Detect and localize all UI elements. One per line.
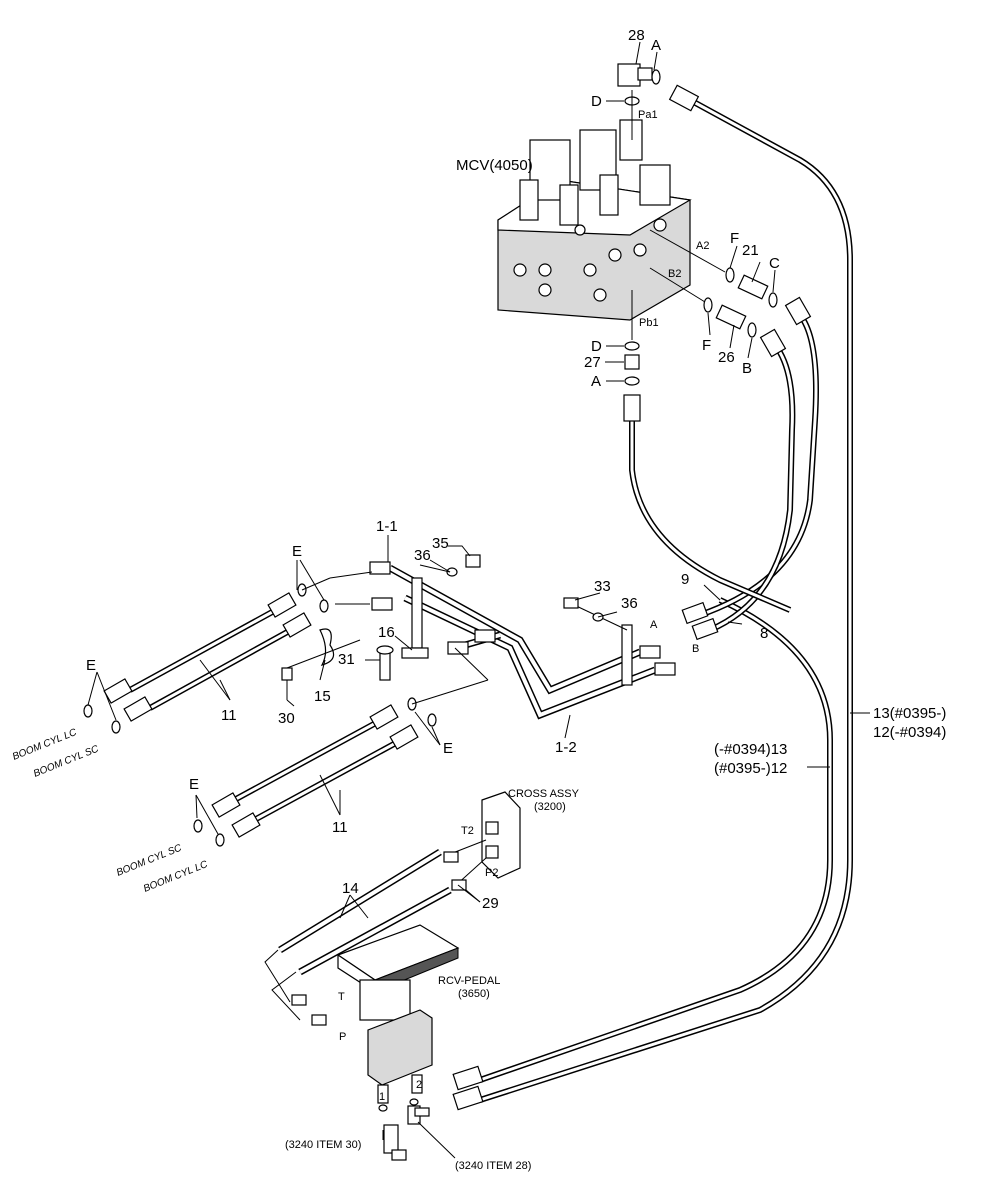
label-item-36-right: 36 — [621, 595, 638, 612]
label-item-36-top: 36 — [414, 547, 431, 564]
label-port-b2: B2 — [668, 268, 681, 280]
label-item-1-1: 1-1 — [376, 518, 398, 535]
label-item-11-top: 11 — [221, 707, 237, 724]
hose-pb1 — [623, 394, 792, 613]
label-port-pa1: Pa1 — [638, 109, 658, 121]
rcv-pedal-valve — [336, 924, 460, 1112]
label-item-14: 14 — [342, 880, 359, 897]
hose-11-top — [83, 571, 373, 734]
label-port-p: P — [339, 1031, 346, 1043]
label-port-t2: T2 — [461, 825, 474, 837]
label-port-pb1: Pb1 — [639, 317, 659, 329]
label-letter-e-3: E — [443, 740, 453, 757]
label-port-2: 2 — [416, 1079, 422, 1091]
hose-14 — [264, 849, 452, 1026]
label-cross-assy-b: (3200) — [534, 801, 566, 813]
label-item-28: 28 — [628, 27, 645, 44]
label-item-35: 35 — [432, 535, 449, 552]
label-port-a-small: A — [650, 619, 658, 631]
label-letter-f-1: F — [730, 230, 739, 247]
label-item-16: 16 — [378, 624, 395, 641]
pipe-1-1-1-2 — [369, 561, 676, 720]
label-item-13-12-right-b: 12(-#0394) — [873, 724, 946, 741]
label-rcv-pedal-b: (3650) — [458, 988, 490, 1000]
label-item-13-12-mid-a: (-#0394)13 — [714, 741, 787, 758]
leader-lines — [87, 41, 870, 1159]
label-port-a2: A2 — [696, 240, 709, 252]
label-letter-e-2: E — [86, 657, 96, 674]
label-item-33: 33 — [594, 578, 611, 595]
label-item-30: 30 — [278, 710, 295, 727]
mcv-valve-block — [497, 119, 692, 321]
label-letter-a-mid: A — [591, 373, 601, 390]
clamp-parts — [281, 554, 481, 700]
callout-labels: 28 A D Pa1 MCV(4050) A2 F 21 C B2 Pb1 F … — [11, 27, 946, 1172]
label-port-1: 1 — [379, 1091, 385, 1103]
label-item-21: 21 — [742, 242, 759, 259]
label-item-31: 31 — [338, 651, 355, 668]
label-port-p2: P2 — [485, 867, 498, 879]
label-ref-item-28: (3240 ITEM 28) — [455, 1160, 531, 1172]
label-letter-f-2: F — [702, 337, 711, 354]
label-letter-c: C — [769, 255, 780, 272]
label-letter-a-top: A — [651, 37, 661, 54]
label-item-13-12-right-a: 13(#0395-) — [873, 705, 946, 722]
hose-12-13 — [452, 84, 853, 1111]
label-port-b-small: B — [692, 643, 699, 655]
cross-assy-block — [443, 791, 521, 891]
label-item-11-bottom: 11 — [332, 819, 348, 836]
hose-11-bottom — [193, 647, 489, 847]
label-letter-b: B — [742, 360, 752, 377]
label-ref-item-30: (3240 ITEM 30) — [285, 1139, 361, 1151]
label-letter-d-mid: D — [591, 338, 602, 355]
label-item-1-2: 1-2 — [555, 739, 577, 756]
label-item-13-12-mid-b: (#0395-)12 — [714, 760, 787, 777]
label-letter-e-1: E — [292, 543, 302, 560]
label-port-t: T — [338, 991, 345, 1003]
label-rcv-pedal-a: RCV-PEDAL — [438, 975, 500, 987]
label-item-26: 26 — [718, 349, 735, 366]
label-mcv: MCV(4050) — [456, 157, 533, 174]
label-item-8: 8 — [760, 625, 768, 642]
fittings-21-26 — [624, 229, 778, 386]
label-item-9: 9 — [681, 571, 689, 588]
label-letter-d-top: D — [591, 93, 602, 110]
label-item-29: 29 — [482, 895, 499, 912]
label-item-27: 27 — [584, 354, 601, 371]
bottom-fittings — [383, 1105, 430, 1161]
label-cross-assy-a: CROSS ASSY — [508, 788, 580, 800]
label-letter-e-4: E — [189, 776, 199, 793]
label-item-15: 15 — [314, 688, 331, 705]
elbow-fitting-28 — [617, 63, 661, 140]
